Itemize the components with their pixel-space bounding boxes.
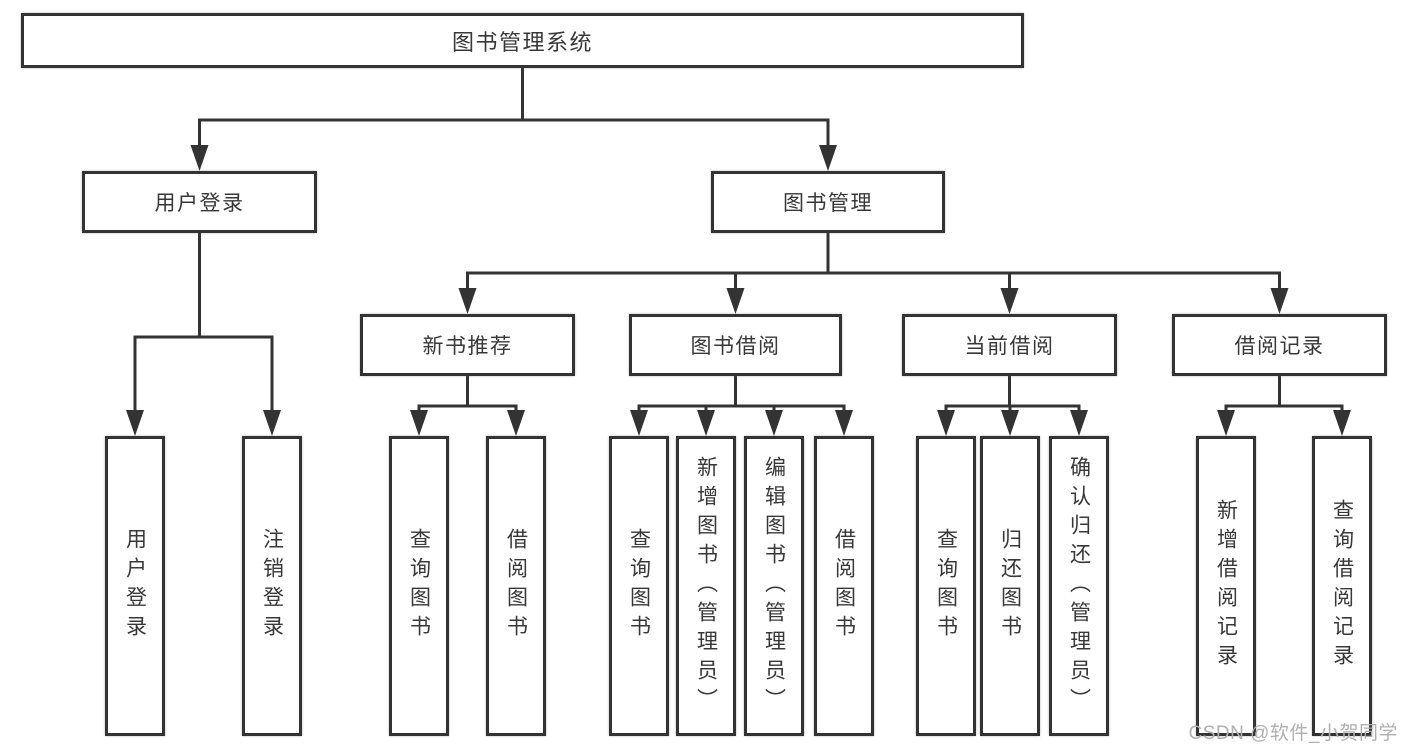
leaf-confirm-return-admin: 确认归还（管理员） bbox=[1049, 436, 1109, 736]
leaf-recommend-query-books: 查询图书 bbox=[389, 436, 449, 736]
connector-user-login bbox=[126, 231, 281, 436]
leaf-borrowing-query-books-label: 查询图书 bbox=[627, 528, 651, 644]
arrowhead bbox=[1270, 288, 1289, 314]
arrowhead bbox=[458, 288, 477, 314]
node-user-login: 用户登录 bbox=[82, 171, 317, 233]
connector-book-management bbox=[458, 231, 1289, 314]
leaf-borrowing-borrow-books: 借阅图书 bbox=[814, 436, 874, 736]
connector-new-book-recommend bbox=[410, 374, 525, 436]
leaf-query-borrow-record: 查询借阅记录 bbox=[1312, 436, 1372, 736]
node-new-book-recommend-label: 新书推荐 bbox=[422, 335, 513, 358]
arrowhead bbox=[1070, 410, 1088, 436]
arrowhead bbox=[726, 288, 745, 314]
arrowhead bbox=[765, 410, 783, 436]
leaf-add-books-admin-label: 新增图书（管理员） bbox=[694, 455, 718, 717]
arrowhead bbox=[937, 410, 955, 436]
arrowhead bbox=[190, 145, 209, 171]
leaf-edit-books-admin-label: 编辑图书（管理员） bbox=[762, 455, 786, 717]
node-borrowing-records: 借阅记录 bbox=[1172, 314, 1387, 376]
leaf-user-login-label: 用户登录 bbox=[123, 528, 147, 644]
connector-book-borrowing bbox=[630, 374, 853, 436]
leaf-query-borrow-record-label: 查询借阅记录 bbox=[1330, 499, 1354, 673]
leaf-recommend-query-books-label: 查询图书 bbox=[407, 528, 431, 644]
arrowhead bbox=[1333, 410, 1351, 436]
connector-current-borrowing bbox=[937, 374, 1088, 436]
arrowhead bbox=[630, 410, 648, 436]
node-book-management: 图书管理 bbox=[711, 171, 945, 233]
leaf-logout: 注销登录 bbox=[242, 436, 302, 736]
leaf-return-books: 归还图书 bbox=[980, 436, 1040, 736]
node-book-management-label: 图书管理 bbox=[783, 192, 873, 215]
leaf-add-borrow-record-label: 新增借阅记录 bbox=[1214, 499, 1238, 673]
leaf-logout-label: 注销登录 bbox=[260, 528, 284, 644]
leaf-confirm-return-admin-label: 确认归还（管理员） bbox=[1067, 455, 1091, 717]
arrowhead bbox=[697, 410, 715, 436]
leaf-recommend-borrow-books: 借阅图书 bbox=[486, 436, 546, 736]
arrowhead bbox=[410, 410, 428, 436]
leaf-add-books-admin: 新增图书（管理员） bbox=[676, 436, 736, 736]
connector-borrowing-records bbox=[1217, 374, 1351, 436]
node-current-borrowing: 当前借阅 bbox=[902, 314, 1117, 376]
csdn-watermark: CSDN @软件_小贺同学 bbox=[1188, 723, 1398, 744]
node-root-label: 图书管理系统 bbox=[451, 29, 593, 55]
leaf-current-query-books: 查询图书 bbox=[916, 436, 976, 736]
arrowhead bbox=[263, 410, 281, 436]
leaf-recommend-borrow-books-label: 借阅图书 bbox=[504, 528, 528, 644]
connector-root bbox=[190, 66, 837, 171]
leaf-current-query-books-label: 查询图书 bbox=[934, 528, 958, 644]
node-book-borrowing-label: 图书借阅 bbox=[690, 335, 781, 358]
leaf-add-borrow-record: 新增借阅记录 bbox=[1196, 436, 1256, 736]
node-new-book-recommend: 新书推荐 bbox=[360, 314, 575, 376]
leaf-borrowing-query-books: 查询图书 bbox=[609, 436, 669, 736]
leaf-user-login: 用户登录 bbox=[105, 436, 165, 736]
node-root: 图书管理系统 bbox=[21, 13, 1024, 68]
node-book-borrowing: 图书借阅 bbox=[629, 314, 842, 376]
node-user-login-label: 用户登录 bbox=[154, 192, 245, 215]
arrowhead bbox=[126, 410, 144, 436]
arrowhead bbox=[819, 145, 837, 171]
arrowhead bbox=[1217, 410, 1235, 436]
leaf-edit-books-admin: 编辑图书（管理员） bbox=[744, 436, 804, 736]
arrowhead bbox=[835, 410, 853, 436]
arrowhead bbox=[1001, 410, 1019, 436]
arrowhead bbox=[1000, 288, 1019, 314]
node-borrowing-records-label: 借阅记录 bbox=[1234, 335, 1325, 358]
leaf-borrowing-borrow-books-label: 借阅图书 bbox=[832, 528, 856, 644]
arrowhead bbox=[507, 410, 525, 436]
leaf-return-books-label: 归还图书 bbox=[998, 528, 1022, 644]
node-current-borrowing-label: 当前借阅 bbox=[964, 335, 1055, 358]
